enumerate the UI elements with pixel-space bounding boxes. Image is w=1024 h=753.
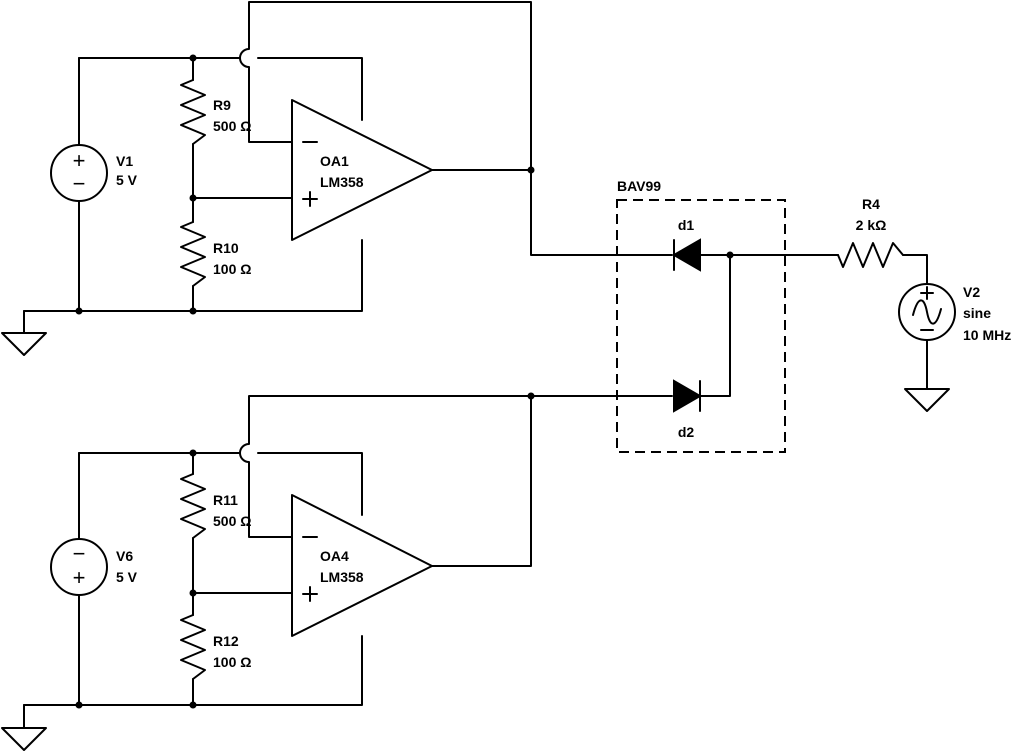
junction-dot: [527, 166, 535, 174]
v1-source-body: [50, 144, 108, 202]
wire-oa1-output: [431, 169, 673, 256]
sine-wave-icon: [912, 299, 942, 325]
r9-resistor[interactable]: [180, 79, 206, 145]
junction-dot: [189, 194, 197, 202]
d2-diode[interactable]: [673, 379, 703, 413]
junction-dots: [75, 54, 734, 709]
wire-r4-v2: [902, 254, 928, 285]
v1-minus-sign: −: [73, 171, 86, 196]
junction-dot: [75, 307, 83, 315]
oa1-part: LM358: [320, 174, 364, 190]
wire-top-ground-rail: [23, 239, 363, 312]
d1-label: d1: [678, 217, 695, 233]
oa1-triangle: [291, 99, 433, 241]
oa1-label: OA1: [320, 153, 349, 169]
input-stage: R4 2 kΩ V2 sine 10 MHz: [837, 196, 1011, 412]
wire-bottom-ground-rail: [23, 635, 363, 706]
oa1-plus-sign: [302, 191, 318, 207]
d2-label: d2: [678, 424, 695, 440]
r9-value: 500 Ω: [213, 118, 251, 134]
v2-label: V2: [963, 284, 980, 300]
v6-plus-sign: +: [73, 565, 86, 590]
wire-oa4-output: [431, 395, 673, 567]
junction-dot: [726, 251, 734, 259]
junction-dot: [189, 54, 197, 62]
r12-resistor[interactable]: [180, 614, 206, 680]
oa4-opamp[interactable]: [291, 494, 433, 637]
r4-value: 2 kΩ: [856, 217, 887, 233]
r10-resistor[interactable]: [180, 221, 206, 287]
r11-label: R11: [213, 492, 238, 508]
wire-diode-common: [699, 254, 839, 397]
d1-diode[interactable]: [671, 238, 701, 272]
r4-resistor[interactable]: [837, 242, 904, 268]
v1-value: 5 V: [116, 172, 138, 188]
oa4-plus-sign: [302, 586, 318, 602]
v1-plus-sign: +: [73, 148, 86, 173]
oa1-opamp[interactable]: [291, 99, 433, 241]
d2-anode-triangle: [673, 379, 703, 413]
junction-dot: [189, 307, 197, 315]
v6-label: V6: [116, 548, 133, 564]
oa4-triangle: [291, 494, 433, 637]
bav99-package[interactable]: BAV99 d1 d2: [616, 178, 839, 453]
wire-bottom-rail: [78, 452, 363, 516]
oa4-label: OA4: [320, 548, 349, 564]
v1-label: V1: [116, 153, 133, 169]
r4-label: R4: [862, 196, 880, 212]
d1-anode-triangle: [671, 238, 701, 272]
junction-dot: [527, 392, 535, 400]
junction-dot: [75, 701, 83, 709]
bav99-package-outline: [616, 199, 786, 453]
r12-value: 100 Ω: [213, 654, 251, 670]
v1-source[interactable]: + −: [50, 144, 108, 202]
junction-dot: [189, 449, 197, 457]
v6-source[interactable]: − +: [50, 538, 108, 596]
v2-source[interactable]: [898, 283, 956, 341]
ground-v2-icon: [904, 388, 950, 412]
junction-dot: [189, 589, 197, 597]
v2-value: 10 MHz: [963, 327, 1011, 343]
v6-minus-sign: −: [73, 541, 86, 566]
r10-value: 100 Ω: [213, 261, 251, 277]
bav99-label: BAV99: [617, 178, 661, 194]
r11-resistor[interactable]: [180, 473, 206, 539]
v6-source-body: [50, 538, 108, 596]
wire-oa4-feedback: [239, 395, 532, 538]
r12-label: R12: [213, 633, 239, 649]
r11-value: 500 Ω: [213, 513, 251, 529]
junction-dot: [189, 701, 197, 709]
oa4-part: LM358: [320, 569, 364, 585]
v2-type: sine: [963, 305, 991, 321]
top-circuit: + − V1 5 V R9 500 Ω R10 100 Ω OA1 LM358: [1, 1, 673, 356]
r10-label: R10: [213, 240, 239, 256]
bottom-circuit: − + V6 5 V R11 500 Ω R12 100 Ω OA4 LM358: [1, 395, 673, 751]
wire-top-rail: [78, 57, 363, 121]
ground-top-icon: [1, 332, 47, 356]
v2-plus-icon: [920, 286, 934, 300]
r9-label: R9: [213, 97, 231, 113]
wire-oa1-feedback: [239, 1, 532, 171]
ground-bottom-icon: [1, 727, 47, 751]
v6-value: 5 V: [116, 569, 138, 585]
